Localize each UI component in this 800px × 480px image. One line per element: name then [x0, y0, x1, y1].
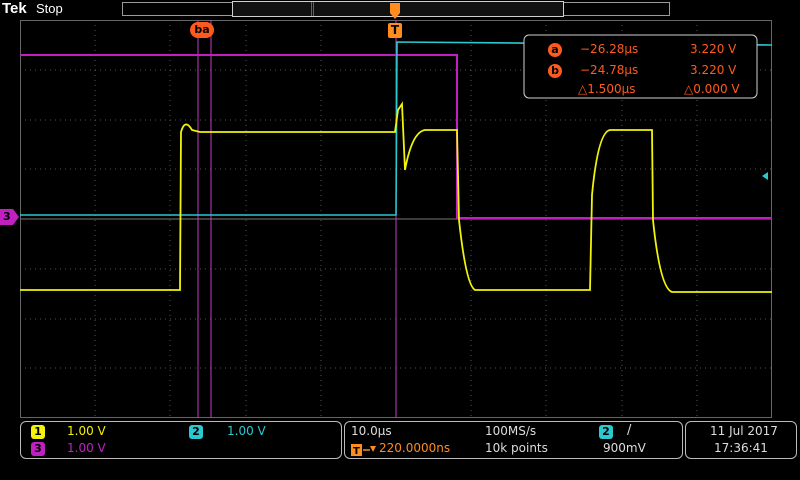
- channel-settings-panel[interactable]: 1 1.00 V 2 1.00 V 3 1.00 V: [20, 421, 342, 459]
- cursor-b-badge: b: [548, 64, 562, 78]
- waveform-display[interactable]: [20, 20, 772, 418]
- trigger-delay: 220.0000ns: [379, 441, 451, 455]
- ch2-badge[interactable]: 2: [189, 425, 203, 439]
- cursor-a-value: 3.220 V: [690, 42, 737, 56]
- ch2-trigger-level-marker: [762, 172, 768, 180]
- horizontal-scale: 10.0μs: [351, 424, 392, 438]
- trigger-delay-icon: T: [351, 442, 377, 457]
- cursor-delta-time: △1.500μs: [578, 82, 636, 96]
- ch3-ground-marker[interactable]: 3: [0, 209, 20, 225]
- horizontal-trigger-panel[interactable]: 10.0μs 100MS/s T 220.0000ns 10k points 2…: [344, 421, 683, 459]
- brand-logo: Tek: [2, 0, 27, 17]
- ch1-waveform: [20, 101, 772, 293]
- ch1-badge[interactable]: 1: [31, 425, 45, 439]
- svg-text:T: T: [353, 446, 360, 457]
- cursor-marker-label[interactable]: ba: [190, 22, 214, 38]
- trigger-position-icon[interactable]: [389, 2, 401, 20]
- trigger-marker: T: [388, 23, 402, 38]
- trigger-source-badge[interactable]: 2: [599, 425, 613, 439]
- cursor-position-mark: [311, 2, 312, 16]
- acquisition-state[interactable]: Stop: [36, 1, 63, 16]
- date: 11 Jul 2017: [710, 424, 778, 438]
- cursor-lines: [197, 20, 212, 418]
- sample-rate: 100MS/s: [485, 424, 537, 438]
- ch1-scale: 1.00 V: [67, 424, 106, 438]
- datetime-panel: 11 Jul 2017 17:36:41: [685, 421, 797, 459]
- trigger-slope: /: [627, 423, 632, 438]
- ch3-badge[interactable]: 3: [31, 442, 45, 456]
- cursor-readout-panel: [523, 34, 758, 99]
- ch3-ground-label: 3: [3, 210, 11, 223]
- ch2-scale: 1.00 V: [227, 424, 266, 438]
- record-length: 10k points: [485, 441, 548, 455]
- cursor-a-time: −26.28μs: [580, 42, 639, 56]
- cursor-delta-value: △0.000 V: [684, 82, 740, 96]
- trigger-level: 900mV: [603, 441, 646, 455]
- cursor-b-value: 3.220 V: [690, 63, 737, 77]
- cursor-b-time: −24.78μs: [580, 63, 639, 77]
- ch3-scale: 1.00 V: [67, 441, 106, 455]
- time: 17:36:41: [714, 441, 768, 455]
- cursor-a-badge: a: [548, 43, 562, 57]
- cursor-position-mark: [313, 2, 314, 16]
